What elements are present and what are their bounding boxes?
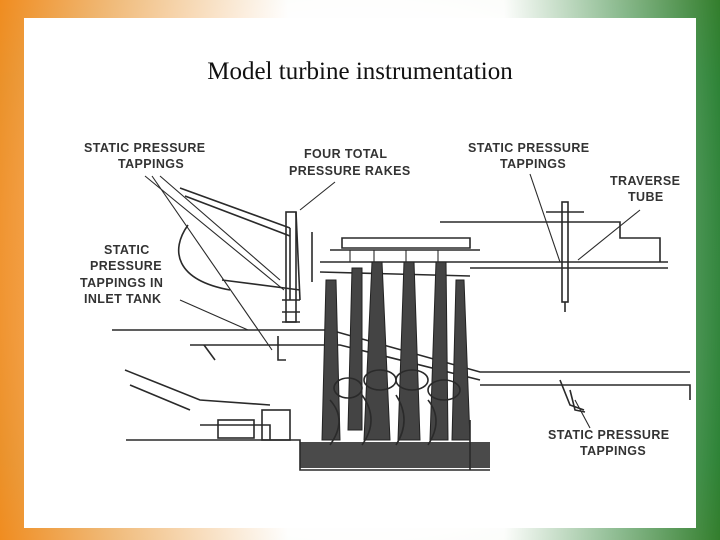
svg-text:TAPPINGS: TAPPINGS	[118, 157, 184, 171]
rotor-discs	[329, 369, 461, 446]
traverse-tube-assembly	[546, 201, 584, 312]
svg-text:PRESSURE RAKES: PRESSURE RAKES	[289, 164, 411, 178]
svg-text:STATIC PRESSURE: STATIC PRESSURE	[548, 428, 670, 442]
label-static-pressure-tappings-inlet-tank: STATIC PRESSURE TAPPINGS IN INLET TANK	[80, 243, 163, 306]
shaft-base	[126, 409, 490, 471]
turbine-blade-stages	[321, 250, 471, 441]
svg-text:TAPPINGS: TAPPINGS	[580, 444, 646, 458]
label-static-pressure-tappings-top-right: STATIC PRESSURE TAPPINGS	[468, 141, 590, 171]
slide-title: Model turbine instrumentation	[207, 58, 513, 85]
svg-text:TAPPINGS: TAPPINGS	[500, 157, 566, 171]
label-static-pressure-tappings-bottom-right: STATIC PRESSURE TAPPINGS	[548, 428, 670, 458]
label-static-pressure-tappings-left: STATIC PRESSURE TAPPINGS	[84, 141, 206, 171]
svg-text:PRESSURE: PRESSURE	[90, 259, 162, 273]
svg-text:STATIC PRESSURE: STATIC PRESSURE	[84, 141, 206, 155]
svg-text:TAPPINGS IN: TAPPINGS IN	[80, 276, 163, 290]
svg-text:FOUR TOTAL: FOUR TOTAL	[304, 147, 387, 161]
svg-text:STATIC PRESSURE: STATIC PRESSURE	[468, 141, 590, 155]
upper-casing	[177, 187, 668, 301]
label-four-total-pressure-rakes: FOUR TOTAL PRESSURE RAKES	[289, 147, 411, 178]
total-pressure-rake	[282, 211, 300, 323]
svg-text:STATIC: STATIC	[104, 243, 150, 257]
svg-text:INLET TANK: INLET TANK	[84, 292, 161, 306]
svg-text:TUBE: TUBE	[628, 190, 664, 204]
svg-text:TRAVERSE: TRAVERSE	[610, 174, 680, 188]
label-traverse-tube: TRAVERSE TUBE	[610, 174, 680, 204]
pressure-tapping-hooks	[203, 336, 586, 413]
leader-lines	[144, 173, 641, 429]
